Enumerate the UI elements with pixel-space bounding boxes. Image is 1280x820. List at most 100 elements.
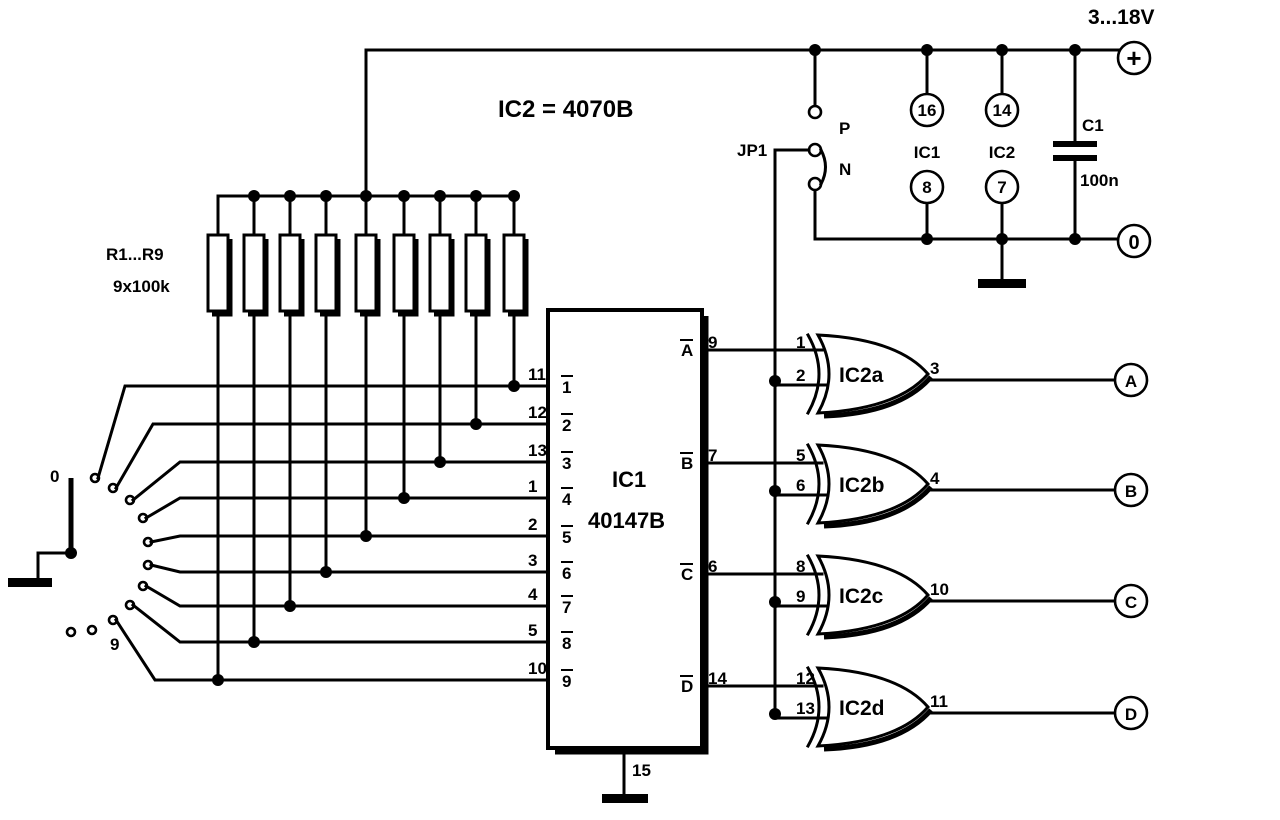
ic1-input-pin-number: 4 bbox=[528, 585, 538, 604]
gate-name: IC2d bbox=[839, 697, 885, 720]
ic1-power-label: IC1 bbox=[914, 143, 940, 162]
resistor-body-3 bbox=[278, 233, 302, 313]
ic1-output-name: D bbox=[681, 677, 693, 696]
jumper-name: JP1 bbox=[737, 141, 767, 160]
rotary-switch bbox=[8, 384, 510, 682]
jumper-jp1 bbox=[773, 104, 827, 715]
svg-text:+: + bbox=[1126, 43, 1141, 73]
ic1-chip bbox=[546, 308, 709, 803]
junction-dot bbox=[360, 530, 372, 542]
ic1-gnd-pin-label: 15 bbox=[632, 761, 651, 780]
ic1-vss-pin: 8 bbox=[909, 169, 945, 205]
xor-shadow bbox=[823, 375, 933, 419]
capacitor-name: C1 bbox=[1082, 116, 1104, 135]
xor-extra-arc bbox=[805, 442, 821, 526]
gate-out-pin: 4 bbox=[930, 469, 940, 488]
resistor-body-6 bbox=[392, 233, 416, 313]
xor-shadow bbox=[823, 708, 933, 752]
junction-dot bbox=[320, 566, 332, 578]
ic1-part: 40147B bbox=[588, 508, 665, 533]
gate-in2-pin: 9 bbox=[796, 587, 805, 606]
ic1-input-name: 3 bbox=[562, 454, 571, 473]
junction-dot bbox=[769, 375, 781, 387]
zero-terminal: 0 bbox=[1116, 223, 1152, 259]
svg-text:0: 0 bbox=[1128, 232, 1139, 254]
ic2-vdd-pin: 14 bbox=[984, 92, 1020, 128]
ic1-input-pin-number: 1 bbox=[528, 477, 537, 496]
junction-dot bbox=[284, 600, 296, 612]
svg-text:8: 8 bbox=[922, 178, 931, 197]
svg-text:14: 14 bbox=[993, 101, 1012, 120]
supply-voltage-label: 3...18V bbox=[1088, 6, 1155, 29]
resistor-value: 9x100k bbox=[113, 277, 170, 296]
ic1-output-pin-number: 6 bbox=[708, 557, 717, 576]
gate-in2-pin: 2 bbox=[796, 366, 805, 385]
gate-name: IC2b bbox=[839, 474, 885, 497]
ic1-output-pin-number: 14 bbox=[708, 669, 727, 688]
xor-shadow bbox=[823, 596, 933, 640]
gate-out-pin: 3 bbox=[930, 359, 939, 378]
terminal-label: B bbox=[1125, 482, 1137, 501]
junction-dot bbox=[769, 596, 781, 608]
supply-rail bbox=[364, 44, 1120, 195]
junction-dot bbox=[248, 636, 260, 648]
switch-lead bbox=[143, 496, 400, 521]
terminal-c bbox=[1113, 583, 1149, 619]
junction-dot bbox=[434, 456, 446, 468]
terminal-label: D bbox=[1125, 705, 1137, 724]
resistor-body-1 bbox=[206, 233, 230, 313]
jumper-n-label: N bbox=[839, 160, 851, 179]
resistor-body-5 bbox=[354, 233, 378, 313]
ic1-input-name: 1 bbox=[562, 378, 571, 397]
resistor-body-9 bbox=[502, 233, 526, 313]
ic1-output-name: B bbox=[681, 454, 693, 473]
xor-body bbox=[815, 333, 930, 415]
junction-dot bbox=[212, 674, 224, 686]
switch-lead bbox=[143, 583, 286, 608]
ic1-input-name: 2 bbox=[562, 416, 571, 435]
capacitor-value: 100n bbox=[1080, 171, 1119, 190]
ic1-vdd-pin: 16 bbox=[909, 92, 945, 128]
switch-lead bbox=[113, 617, 214, 682]
switch-pos-9: 9 bbox=[110, 635, 119, 654]
switch-lead bbox=[149, 534, 362, 544]
switch-lead bbox=[113, 422, 472, 491]
ic1-name: IC1 bbox=[612, 467, 646, 492]
junction-dot bbox=[769, 485, 781, 497]
junction-dot bbox=[508, 380, 520, 392]
switch-lead bbox=[130, 460, 436, 503]
ic1-input-pin-number: 5 bbox=[528, 621, 537, 640]
ic2-type-title: IC2 = 4070B bbox=[498, 96, 633, 123]
xor-extra-arc bbox=[805, 665, 821, 749]
ic1-input-name: 8 bbox=[562, 634, 571, 653]
gate-in1-pin: 8 bbox=[796, 557, 805, 576]
gate-name: IC2a bbox=[839, 364, 884, 387]
ic1-input-name: 6 bbox=[562, 564, 571, 583]
resistor-body-2 bbox=[242, 233, 266, 313]
switch-contact-extra bbox=[65, 626, 77, 638]
gate-in2-pin: 13 bbox=[796, 699, 815, 718]
terminal-b bbox=[1113, 472, 1149, 508]
xor-extra-arc bbox=[805, 553, 821, 637]
switch-lead bbox=[130, 602, 250, 644]
gate-in2-pin: 6 bbox=[796, 476, 805, 495]
gate-in1-pin: 1 bbox=[796, 333, 805, 352]
xor-extra-arc bbox=[805, 332, 821, 416]
plus-terminal: + bbox=[1116, 40, 1152, 76]
switch-lead bbox=[96, 384, 510, 480]
junction-dot bbox=[470, 418, 482, 430]
xor-body bbox=[815, 554, 930, 636]
ic1-input-name: 9 bbox=[562, 672, 571, 691]
ic2-power-label: IC2 bbox=[989, 143, 1015, 162]
ic1-output-name: C bbox=[681, 565, 693, 584]
resistor-body-8 bbox=[464, 233, 488, 313]
terminal-d bbox=[1113, 695, 1149, 731]
terminal-label: C bbox=[1125, 593, 1137, 612]
